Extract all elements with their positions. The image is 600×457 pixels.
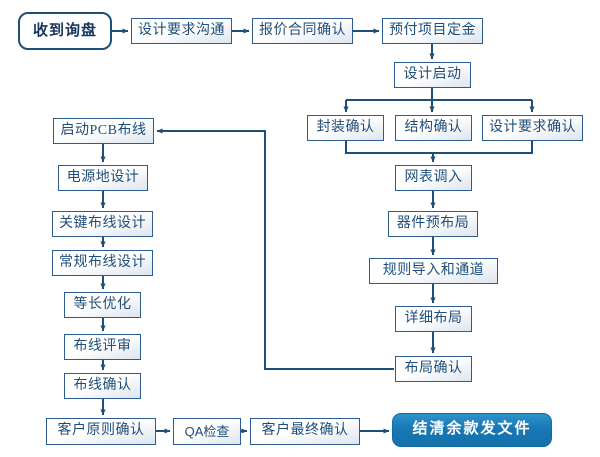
node-customer-final-confirmation[interactable]: 客户最终确认 [250,418,360,445]
node-power-ground-design[interactable]: 电源地设计 [58,165,148,191]
node-settle-balance-deliver-files[interactable]: 结清余款发文件 [392,413,552,447]
node-structure-confirmation[interactable]: 结构确认 [395,115,472,141]
node-length-matching-optimization[interactable]: 等长优化 [64,292,141,318]
node-routing-confirmation[interactable]: 布线确认 [64,373,141,399]
node-placement-confirmation[interactable]: 布局确认 [395,356,472,382]
node-start-inquiry-received[interactable]: 收到询盘 [18,12,112,50]
node-netlist-import[interactable]: 网表调入 [395,165,472,191]
node-rule-import-and-channel[interactable]: 规则导入和通道 [369,258,498,284]
node-customer-principle-confirmation[interactable]: 客户原则确认 [46,418,156,445]
edge-n13-n14-feedback [156,128,394,370]
node-routing-review[interactable]: 布线评审 [64,334,141,360]
merge-bus-left [345,141,433,154]
node-design-requirement-communication[interactable]: 设计要求沟通 [131,18,232,44]
node-design-kickoff[interactable]: 设计启动 [394,62,471,88]
merge-bus-right [433,141,533,154]
node-start-pcb-routing[interactable]: 启动PCB布线 [53,118,154,144]
node-component-pre-placement[interactable]: 器件预布局 [388,211,478,237]
node-prepaid-project-deposit[interactable]: 预付项目定金 [382,18,483,44]
node-general-routing-design[interactable]: 常规布线设计 [52,250,153,276]
node-qa-inspection[interactable]: QA检查 [173,418,241,445]
node-design-requirement-confirmation[interactable]: 设计要求确认 [482,115,583,141]
node-detailed-placement[interactable]: 详细布局 [395,306,472,332]
node-footprint-confirmation[interactable]: 封装确认 [307,115,384,141]
node-critical-routing-design[interactable]: 关键布线设计 [52,211,153,237]
node-quotation-contract-confirmation[interactable]: 报价合同确认 [252,18,353,44]
